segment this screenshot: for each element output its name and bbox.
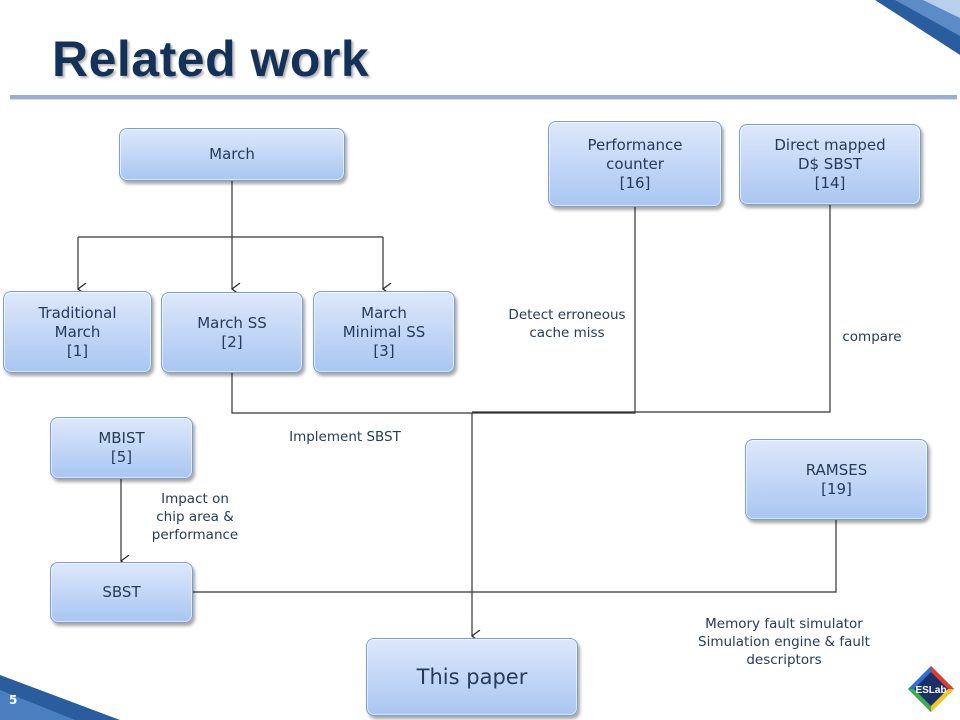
edge-perf-to-paper xyxy=(472,207,636,414)
edge-march-ss-to-paper xyxy=(231,373,472,414)
page-number: 5 xyxy=(9,693,18,707)
node-traditional-line-3: [1] xyxy=(66,341,89,360)
edge-direct-to-paper xyxy=(472,205,831,413)
node-sbst: SBST xyxy=(50,562,193,623)
node-performance-counter: Performance counter [16] xyxy=(548,121,722,207)
node-march-minimal-line-1: March xyxy=(361,303,407,322)
node-direct-line-2: D$ SBST xyxy=(797,155,863,173)
node-march: March xyxy=(119,128,345,181)
node-traditional-march: Traditional March [1] xyxy=(3,291,152,373)
node-direct-line-1: Direct mapped xyxy=(774,136,886,154)
eslab-logo-icon: ESLab xyxy=(908,666,954,712)
label-memory-line-3: descriptors xyxy=(746,652,822,668)
title-divider-light xyxy=(10,99,957,100)
node-perf-line-2: counter xyxy=(606,154,664,173)
node-ramses: RAMSES [19] xyxy=(745,439,928,520)
node-mbist: MBIST [5] xyxy=(50,417,193,479)
node-march-line-1: March xyxy=(209,145,255,163)
label-detect-line-2: cache miss xyxy=(529,325,605,341)
label-detect-cache-miss: Detect erroneous cache miss xyxy=(494,306,640,342)
label-memory-fault-simulator: Memory fault simulator Simulation engine… xyxy=(670,615,898,669)
node-ramses-line-1: RAMSES xyxy=(805,460,868,479)
label-impact: Impact on chip area & performance xyxy=(136,490,254,544)
node-traditional-line-1: Traditional xyxy=(38,303,117,322)
node-march-ss-line-2: [2] xyxy=(221,332,243,351)
node-perf-line-1: Performance xyxy=(587,135,683,154)
label-impact-line-1: Impact on xyxy=(161,491,229,507)
node-march-minimal-line-2: Minimal SS xyxy=(342,322,426,341)
node-traditional-line-2: March xyxy=(54,322,101,341)
edge-ramses-to-paper xyxy=(472,520,837,593)
logo-text: ESLab xyxy=(915,685,946,696)
label-impact-line-2: chip area & xyxy=(156,509,234,525)
label-detect-line-1: Detect erroneous xyxy=(508,307,626,323)
node-mbist-line-1: MBIST xyxy=(98,429,145,447)
node-march-ss-line-1: March SS xyxy=(197,313,267,332)
label-implement-line-1: Implement SBST xyxy=(289,429,401,445)
label-implement-sbst: Implement SBST xyxy=(276,428,414,446)
corner-decoration-top-right xyxy=(875,0,960,55)
node-march-ss: March SS [2] xyxy=(161,292,303,373)
title-divider xyxy=(10,95,957,99)
label-impact-line-3: performance xyxy=(151,527,239,543)
node-march-minimal-ss: March Minimal SS [3] xyxy=(313,291,455,373)
node-direct-mapped: Direct mapped D$ SBST [14] xyxy=(739,124,921,205)
corner-decoration-bottom-left xyxy=(0,675,120,720)
node-this-paper-line-1: This paper xyxy=(416,665,528,689)
label-memory-line-1: Memory fault simulator xyxy=(705,616,863,632)
slide-title: Related work xyxy=(52,31,370,87)
node-perf-line-3: [16] xyxy=(619,173,651,192)
label-compare: compare xyxy=(830,328,914,346)
node-ramses-line-2: [19] xyxy=(821,479,852,498)
label-compare-line-1: compare xyxy=(842,329,902,345)
node-mbist-line-2: [5] xyxy=(110,448,133,466)
node-direct-line-3: [14] xyxy=(814,174,846,192)
label-memory-line-2: Simulation engine & fault xyxy=(698,634,870,650)
node-this-paper: This paper xyxy=(366,638,578,716)
node-sbst-line-1: SBST xyxy=(102,583,141,601)
node-march-minimal-line-3: [3] xyxy=(373,341,395,360)
